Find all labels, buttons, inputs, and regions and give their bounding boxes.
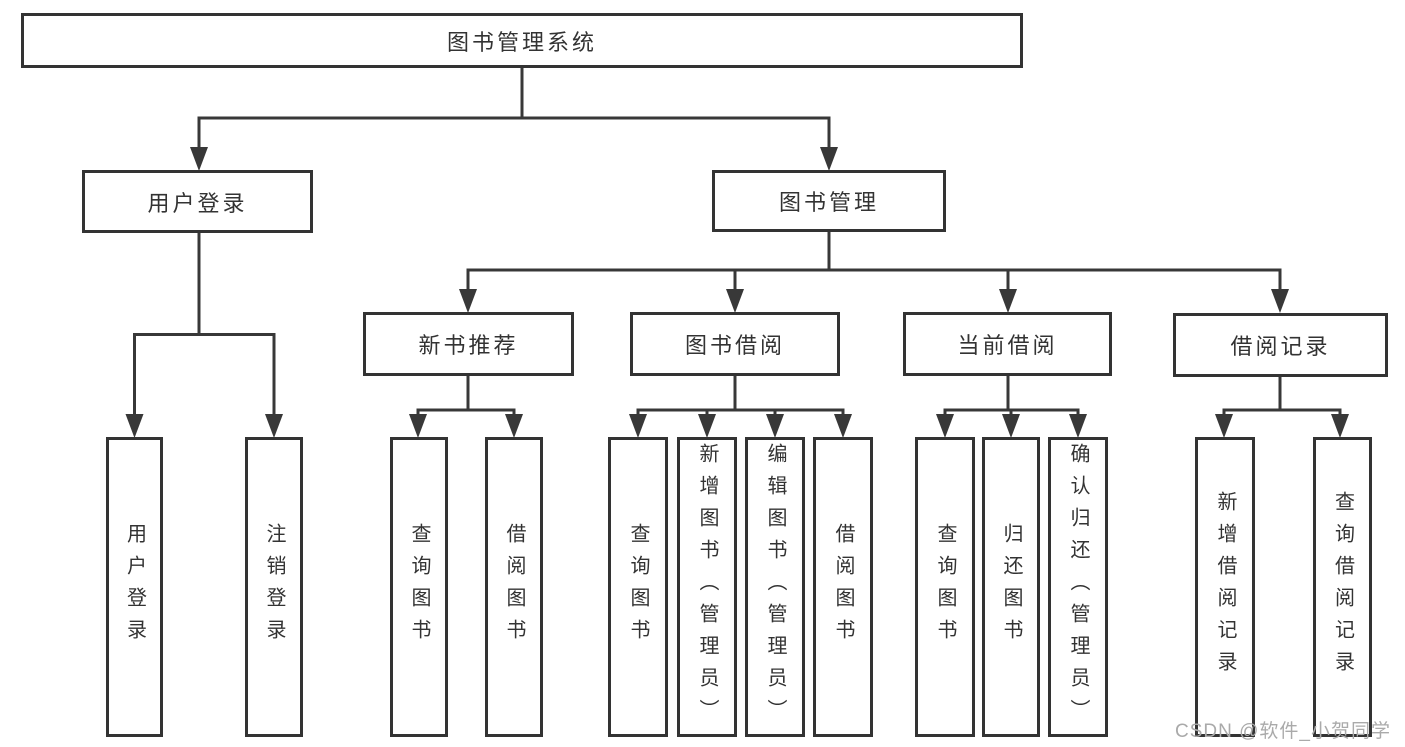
leaf-current-confirm-admin: 确认归还（管理员） <box>1048 437 1108 737</box>
leaf-borrowing-query: 查询图书 <box>608 437 668 737</box>
leaf-borrowing-add-admin: 新增图书（管理员） <box>677 437 737 737</box>
leaf-newbooks-borrow: 借阅图书 <box>485 437 543 737</box>
leaf-current-return: 归还图书 <box>982 437 1040 737</box>
node-book-management: 图书管理 <box>712 170 946 232</box>
leaf-user-login: 用户登录 <box>106 437 163 737</box>
node-book-borrow: 图书借阅 <box>630 312 840 376</box>
node-library-system: 图书管理系统 <box>21 13 1023 68</box>
watermark-text: CSDN @软件_小贺同学 <box>1175 721 1391 742</box>
node-new-book-recommend: 新书推荐 <box>363 312 574 376</box>
leaf-current-query: 查询图书 <box>915 437 975 737</box>
leaf-records-add: 新增借阅记录 <box>1195 437 1255 737</box>
leaf-records-query: 查询借阅记录 <box>1313 437 1372 737</box>
leaf-newbooks-query: 查询图书 <box>390 437 448 737</box>
node-current-borrow: 当前借阅 <box>903 312 1112 376</box>
node-user-login: 用户登录 <box>82 170 313 233</box>
leaf-borrowing-edit-admin: 编辑图书（管理员） <box>745 437 805 737</box>
leaf-borrowing-borrow: 借阅图书 <box>813 437 873 737</box>
node-borrow-records: 借阅记录 <box>1173 313 1388 377</box>
leaf-logout: 注销登录 <box>245 437 303 737</box>
